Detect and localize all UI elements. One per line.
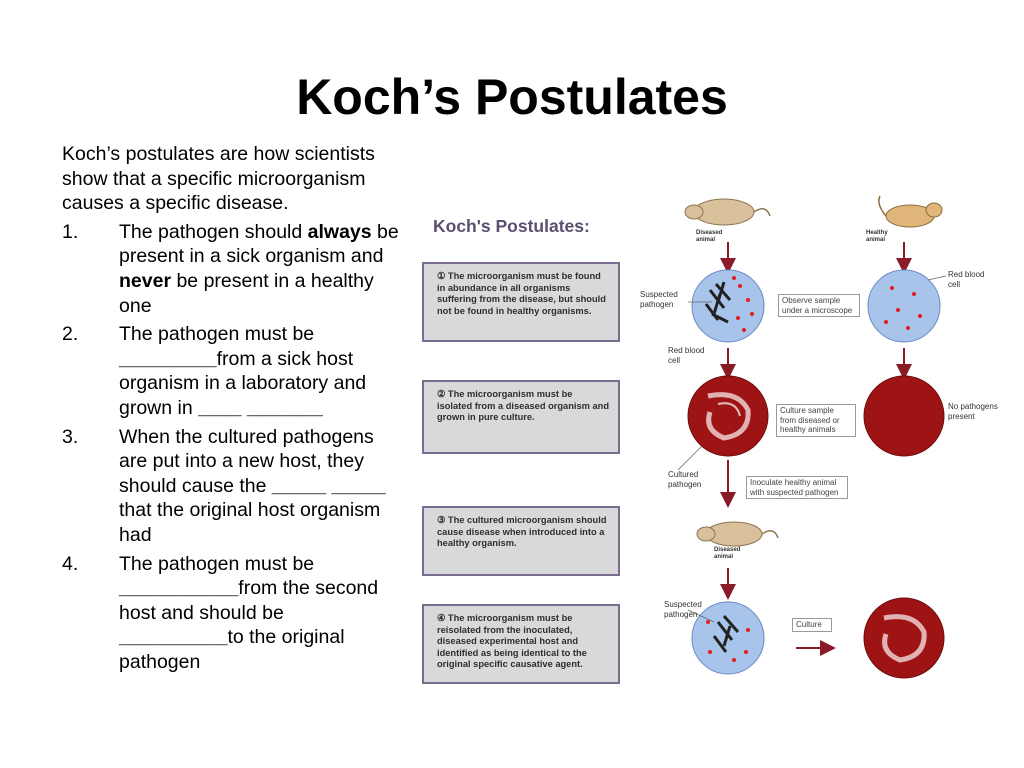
suspected-pathogen-label: Suspected pathogen xyxy=(640,290,678,309)
list-item: 3. When the cultured pathogens are put i… xyxy=(62,425,386,546)
final-culture-dish xyxy=(863,597,945,679)
step-4-box: ④ The microorganism must be reisolated f… xyxy=(422,604,620,684)
culture-sample-label: Culture sample from diseased or healthy … xyxy=(776,404,856,437)
koch-postulates-diagram: Koch's Postulates: ① The microorganism m… xyxy=(418,190,1010,690)
diagram-title: Koch's Postulates: xyxy=(433,216,590,236)
diagram-artwork xyxy=(677,195,947,679)
list-number: 3. xyxy=(62,425,79,448)
fill-in-blank: ___________ xyxy=(119,577,239,600)
observe-sample-label: Observe sample under a microscope xyxy=(778,294,860,317)
intro-paragraph: Koch’s postulates are how scientists sho… xyxy=(62,143,375,215)
step-3-box: ③ The cultured microorganism should caus… xyxy=(422,506,620,576)
fill-in-blank: _________ xyxy=(119,347,217,370)
culture-label: Culture xyxy=(792,618,832,632)
step-1-box: ① The microorganism must be found in abu… xyxy=(422,262,620,342)
fill-in-blank: ____ xyxy=(198,396,242,419)
list-item: 2. The pathogen must be _________from a … xyxy=(62,323,367,419)
diseased-culture-dish xyxy=(687,375,769,457)
slide-body: Koch’s postulates are how scientists sho… xyxy=(62,142,407,678)
healthy-culture-dish xyxy=(863,375,945,457)
list-number: 4. xyxy=(62,552,79,575)
suspected-pathogen-label-2: Suspected pathogen xyxy=(664,600,702,619)
healthy-mouse-illustration xyxy=(878,195,943,228)
list-number: 2. xyxy=(62,323,79,346)
healthy-blood-sample xyxy=(867,269,941,343)
inoculated-mouse-illustration xyxy=(696,521,779,547)
cultured-pathogen-label: Cultured pathogen xyxy=(668,470,702,489)
fill-in-blank: _______ xyxy=(246,396,323,419)
step-2-box: ② The microorganism must be isolated fro… xyxy=(422,380,620,454)
diseased-mouse-illustration xyxy=(684,198,771,226)
slide-title: Koch’s Postulates xyxy=(296,69,728,125)
list-item: 4. The pathogen must be ___________from … xyxy=(62,552,379,673)
diseased-animal-label: Diseased animal xyxy=(696,230,723,243)
diseased-animal-label-2: Diseased animal xyxy=(714,547,741,560)
inoculate-label: Inoculate healthy animal with suspected … xyxy=(746,476,848,499)
fill-in-blank: _____ xyxy=(331,474,386,497)
healthy-animal-label: Healthy animal xyxy=(866,230,888,243)
red-blood-cell-label: Red blood cell xyxy=(668,346,705,365)
diseased-blood-sample xyxy=(691,269,765,343)
red-blood-cell-label: Red blood cell xyxy=(948,270,985,289)
list-item: 1. The pathogen should always be present… xyxy=(62,220,399,317)
no-pathogens-label: No pathogens present xyxy=(948,402,998,421)
fill-in-blank: __________ xyxy=(119,626,228,649)
list-number: 1. xyxy=(62,220,79,243)
fill-in-blank: _____ xyxy=(271,474,327,497)
